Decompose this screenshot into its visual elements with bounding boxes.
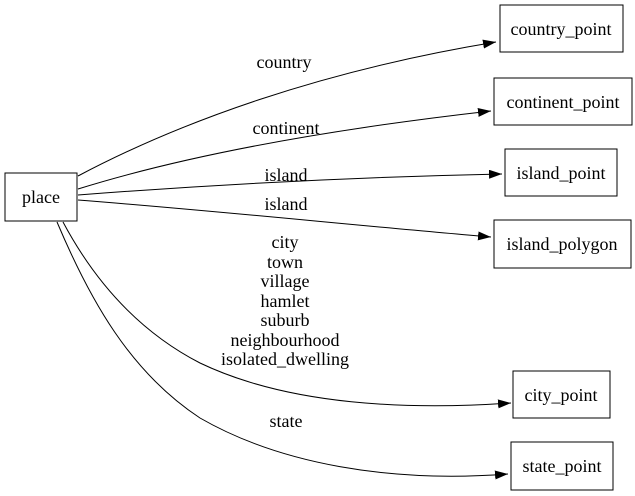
- node-island-polygon-box: [493, 219, 632, 269]
- node-island-polygon: island_polygon: [493, 219, 632, 269]
- node-city-point-box: [512, 370, 611, 419]
- edge-label-island-point: island: [265, 165, 308, 185]
- edge-label-continent: continent: [253, 118, 320, 138]
- edge-label-isolated-dwelling: isolated_dwelling: [221, 349, 349, 369]
- node-state-point-box: [510, 441, 614, 491]
- edge-label-city-list: city town village hamlet suburb neighbou…: [221, 232, 349, 369]
- edge-label-village: village: [261, 271, 310, 291]
- node-continent-point-box: [493, 77, 633, 126]
- node-island-point-box: [504, 148, 618, 197]
- edge-place-island-point: [77, 169, 503, 196]
- edge-label-country: country: [257, 52, 312, 72]
- node-place: place: [4, 172, 78, 222]
- node-country-point-box: [499, 4, 624, 53]
- edge-label-state: state: [270, 411, 303, 431]
- node-country-point-label: country_point: [511, 19, 612, 39]
- node-city-point: city_point: [512, 370, 611, 419]
- edge-place-country-point: [77, 39, 497, 177]
- node-place-label: place: [22, 187, 60, 207]
- node-continent-point-label: continent_point: [507, 92, 620, 112]
- edge-label-city: city: [272, 232, 299, 252]
- node-country-point: country_point: [499, 4, 624, 53]
- node-state-point: state_point: [510, 441, 614, 491]
- edge-label-town: town: [267, 252, 303, 272]
- node-island-point: island_point: [504, 148, 618, 197]
- node-continent-point: continent_point: [493, 77, 633, 126]
- node-city-point-label: city_point: [525, 385, 598, 405]
- edge-label-island-polygon: island: [265, 194, 308, 214]
- node-island-point-label: island_point: [517, 163, 606, 183]
- node-place-box: [4, 172, 78, 222]
- edge-label-hamlet: hamlet: [261, 291, 310, 311]
- edge-place-continent-point: [77, 107, 492, 190]
- edge-place-state-point: [56, 221, 509, 480]
- edge-place-city-point: [62, 221, 512, 409]
- edge-label-neighbourhood: neighbourhood: [231, 330, 340, 350]
- edge-place-island-polygon: [77, 199, 492, 241]
- node-state-point-label: state_point: [523, 456, 602, 476]
- node-island-polygon-label: island_polygon: [507, 234, 618, 254]
- edge-label-suburb: suburb: [261, 310, 310, 330]
